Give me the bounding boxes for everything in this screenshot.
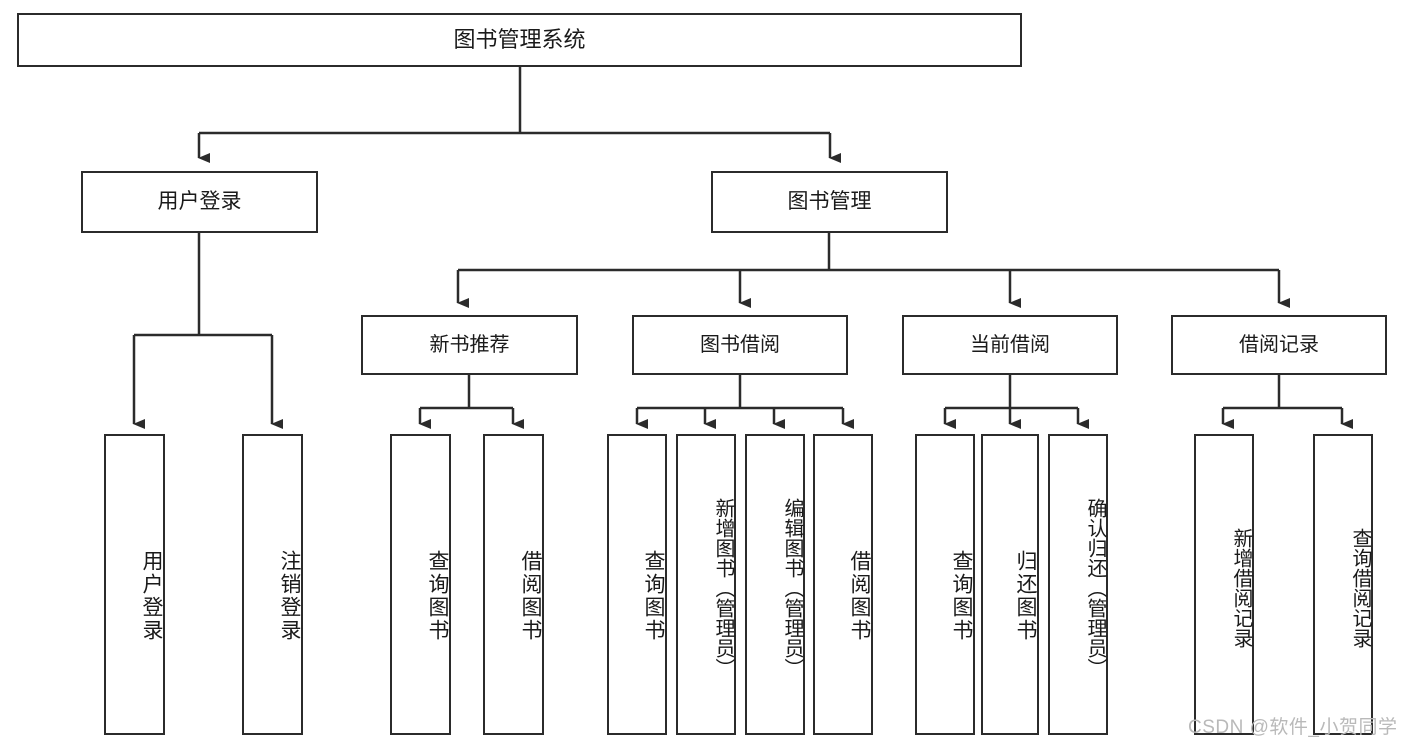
leaf-borrow-add-book-admin[interactable]: 新增图书（管理员） bbox=[676, 434, 736, 735]
node-borrow-record[interactable]: 借阅记录 bbox=[1171, 315, 1387, 375]
node-label: 新增借阅记录 bbox=[1230, 527, 1252, 648]
watermark-text: CSDN @软件_小贺同学 bbox=[1188, 717, 1398, 738]
node-root-system[interactable]: 图书管理系统 bbox=[17, 13, 1022, 67]
leaf-borrow-query-book[interactable]: 查询图书 bbox=[607, 434, 667, 735]
node-label: 图书管理系统 bbox=[453, 27, 586, 53]
node-book-management[interactable]: 图书管理 bbox=[711, 171, 948, 233]
node-label: 查询图书 bbox=[426, 549, 449, 642]
node-label: 归还图书 bbox=[1014, 549, 1037, 642]
node-label: 确认归还（管理员） bbox=[1084, 497, 1106, 678]
node-label: 注销登录 bbox=[278, 549, 301, 642]
leaf-borrow-borrow-book[interactable]: 借阅图书 bbox=[813, 434, 873, 735]
node-label: 查询图书 bbox=[950, 549, 973, 642]
node-label: 当前借阅 bbox=[970, 333, 1050, 356]
leaf-current-query-book[interactable]: 查询图书 bbox=[915, 434, 975, 735]
node-label: 借阅记录 bbox=[1239, 333, 1319, 356]
node-book-borrow[interactable]: 图书借阅 bbox=[632, 315, 848, 375]
node-user-login[interactable]: 用户登录 bbox=[81, 171, 318, 233]
node-label: 查询图书 bbox=[642, 549, 665, 642]
node-label: 图书管理 bbox=[787, 189, 872, 213]
leaf-borrow-edit-book-admin[interactable]: 编辑图书（管理员） bbox=[745, 434, 805, 735]
leaf-recommend-query-book[interactable]: 查询图书 bbox=[390, 434, 451, 735]
node-current-borrow[interactable]: 当前借阅 bbox=[902, 315, 1118, 375]
node-new-book-recommend[interactable]: 新书推荐 bbox=[361, 315, 578, 375]
leaf-record-query-record[interactable]: 查询借阅记录 bbox=[1313, 434, 1373, 735]
leaf-record-add-record[interactable]: 新增借阅记录 bbox=[1194, 434, 1254, 735]
node-label: 新增图书（管理员） bbox=[712, 497, 734, 678]
leaf-recommend-borrow-book[interactable]: 借阅图书 bbox=[483, 434, 544, 735]
node-label: 用户登录 bbox=[140, 549, 163, 642]
leaf-current-return-book[interactable]: 归还图书 bbox=[981, 434, 1039, 735]
node-label: 查询借阅记录 bbox=[1349, 527, 1371, 648]
node-label: 新书推荐 bbox=[429, 333, 510, 356]
leaf-current-confirm-return-admin[interactable]: 确认归还（管理员） bbox=[1048, 434, 1108, 735]
leaf-user-login[interactable]: 用户登录 bbox=[104, 434, 165, 735]
node-label: 借阅图书 bbox=[848, 549, 871, 642]
node-label: 借阅图书 bbox=[519, 549, 542, 642]
leaf-user-logout[interactable]: 注销登录 bbox=[242, 434, 303, 735]
node-label: 图书借阅 bbox=[700, 333, 780, 356]
node-label: 编辑图书（管理员） bbox=[781, 497, 803, 678]
node-label: 用户登录 bbox=[157, 189, 242, 213]
